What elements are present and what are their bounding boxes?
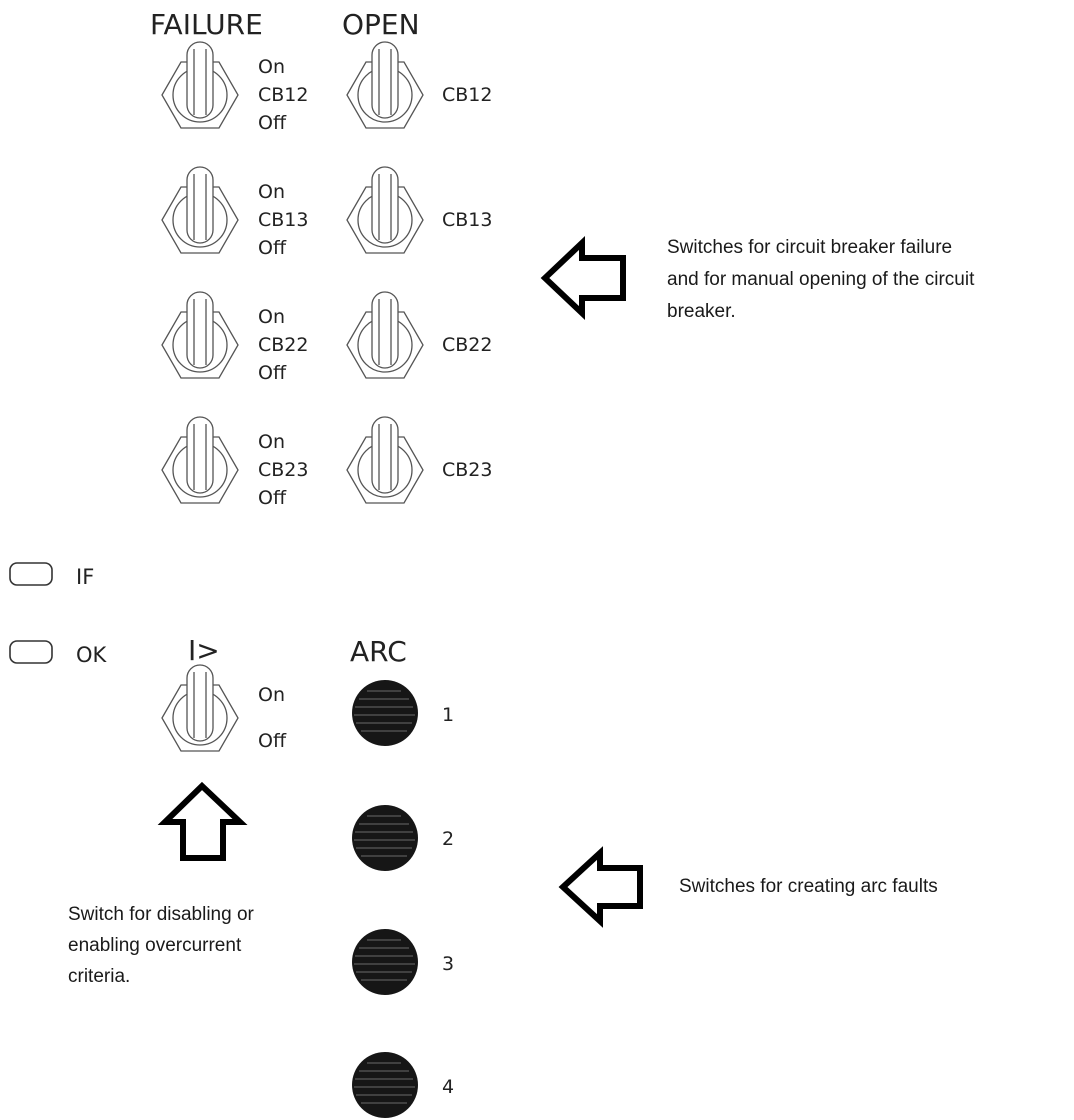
switch-on-label: On	[258, 181, 285, 203]
open-switch-cb12[interactable]: CB12	[346, 41, 492, 129]
switch-off-label: Off	[258, 112, 287, 134]
switch-off-label: Off	[258, 237, 287, 259]
switch-name-label: CB22	[442, 334, 492, 356]
open-header: OPEN	[342, 8, 420, 41]
arc-annotation-line-1: Switches for creating arc faults	[679, 876, 938, 897]
arc-button-1[interactable]: 1	[352, 680, 454, 746]
indicator-if: IF	[9, 562, 94, 589]
switch-off-label: Off	[258, 487, 287, 509]
arc-push-button-icon[interactable]	[352, 805, 418, 871]
overcurrent-annotation-line-3: criteria.	[68, 966, 130, 987]
arc-header: ARC	[350, 635, 407, 668]
overcurrent-switch[interactable]: On Off	[161, 664, 287, 752]
indicator-lamp-icon	[9, 562, 53, 586]
overcurrent-header: I>	[188, 634, 220, 667]
open-switch-cb23[interactable]: CB23	[346, 416, 492, 504]
switch-off-label: Off	[258, 730, 287, 752]
switch-on-label: On	[258, 431, 285, 453]
switch-name-label: CB13	[442, 209, 492, 231]
switch-name-label: CB22	[258, 334, 308, 356]
left-arrow-icon	[558, 846, 643, 928]
switch-name-label: CB12	[258, 84, 308, 106]
arc-button-label: 3	[442, 953, 454, 975]
failure-switch-cb23[interactable]: On CB23 Off	[161, 416, 308, 509]
arc-push-button-icon[interactable]	[352, 1052, 418, 1118]
breaker-annotation-line-3: breaker.	[667, 301, 736, 322]
toggle-switch-icon[interactable]	[346, 416, 424, 504]
overcurrent-annotation-line-2: enabling overcurrent	[68, 935, 242, 956]
switch-name-label: CB12	[442, 84, 492, 106]
failure-header: FAILURE	[150, 8, 263, 41]
indicator-label: IF	[76, 565, 94, 589]
switch-name-label: CB13	[258, 209, 308, 231]
failure-switch-cb22[interactable]: On CB22 Off	[161, 291, 308, 384]
arc-button-3[interactable]: 3	[352, 929, 454, 995]
switch-name-label: CB23	[442, 459, 492, 481]
arc-push-button-icon[interactable]	[352, 680, 418, 746]
switch-on-label: On	[258, 684, 285, 706]
indicator-label: OK	[76, 643, 108, 667]
failure-switch-cb13[interactable]: On CB13 Off	[161, 166, 308, 259]
toggle-switch-icon[interactable]	[346, 41, 424, 129]
toggle-switch-icon[interactable]	[161, 41, 239, 129]
open-switch-cb22[interactable]: CB22	[346, 291, 492, 379]
switch-on-label: On	[258, 56, 285, 78]
toggle-switch-icon[interactable]	[161, 166, 239, 254]
arc-button-label: 4	[442, 1076, 454, 1098]
arc-button-2[interactable]: 2	[352, 805, 454, 871]
up-arrow-icon	[157, 781, 248, 861]
indicator-lamp-icon	[9, 640, 53, 664]
overcurrent-annotation-line-1: Switch for disabling or	[68, 904, 255, 925]
toggle-switch-icon[interactable]	[346, 291, 424, 379]
indicator-ok: OK	[9, 640, 108, 667]
toggle-switch-icon[interactable]	[161, 664, 239, 752]
toggle-switch-icon[interactable]	[346, 166, 424, 254]
arc-button-label: 1	[442, 704, 454, 726]
toggle-switch-icon[interactable]	[161, 416, 239, 504]
open-switch-cb13[interactable]: CB13	[346, 166, 492, 254]
switch-name-label: CB23	[258, 459, 308, 481]
failure-switch-cb12[interactable]: On CB12 Off	[161, 41, 308, 134]
switch-on-label: On	[258, 306, 285, 328]
arc-push-button-icon[interactable]	[352, 929, 418, 995]
arc-button-4[interactable]: 4	[352, 1052, 454, 1118]
toggle-switch-icon[interactable]	[161, 291, 239, 379]
arc-button-label: 2	[442, 828, 454, 850]
left-arrow-icon	[540, 236, 626, 320]
switch-off-label: Off	[258, 362, 287, 384]
breaker-annotation-line-1: Switches for circuit breaker failure	[667, 237, 952, 258]
breaker-annotation-line-2: and for manual opening of the circuit	[667, 269, 975, 290]
